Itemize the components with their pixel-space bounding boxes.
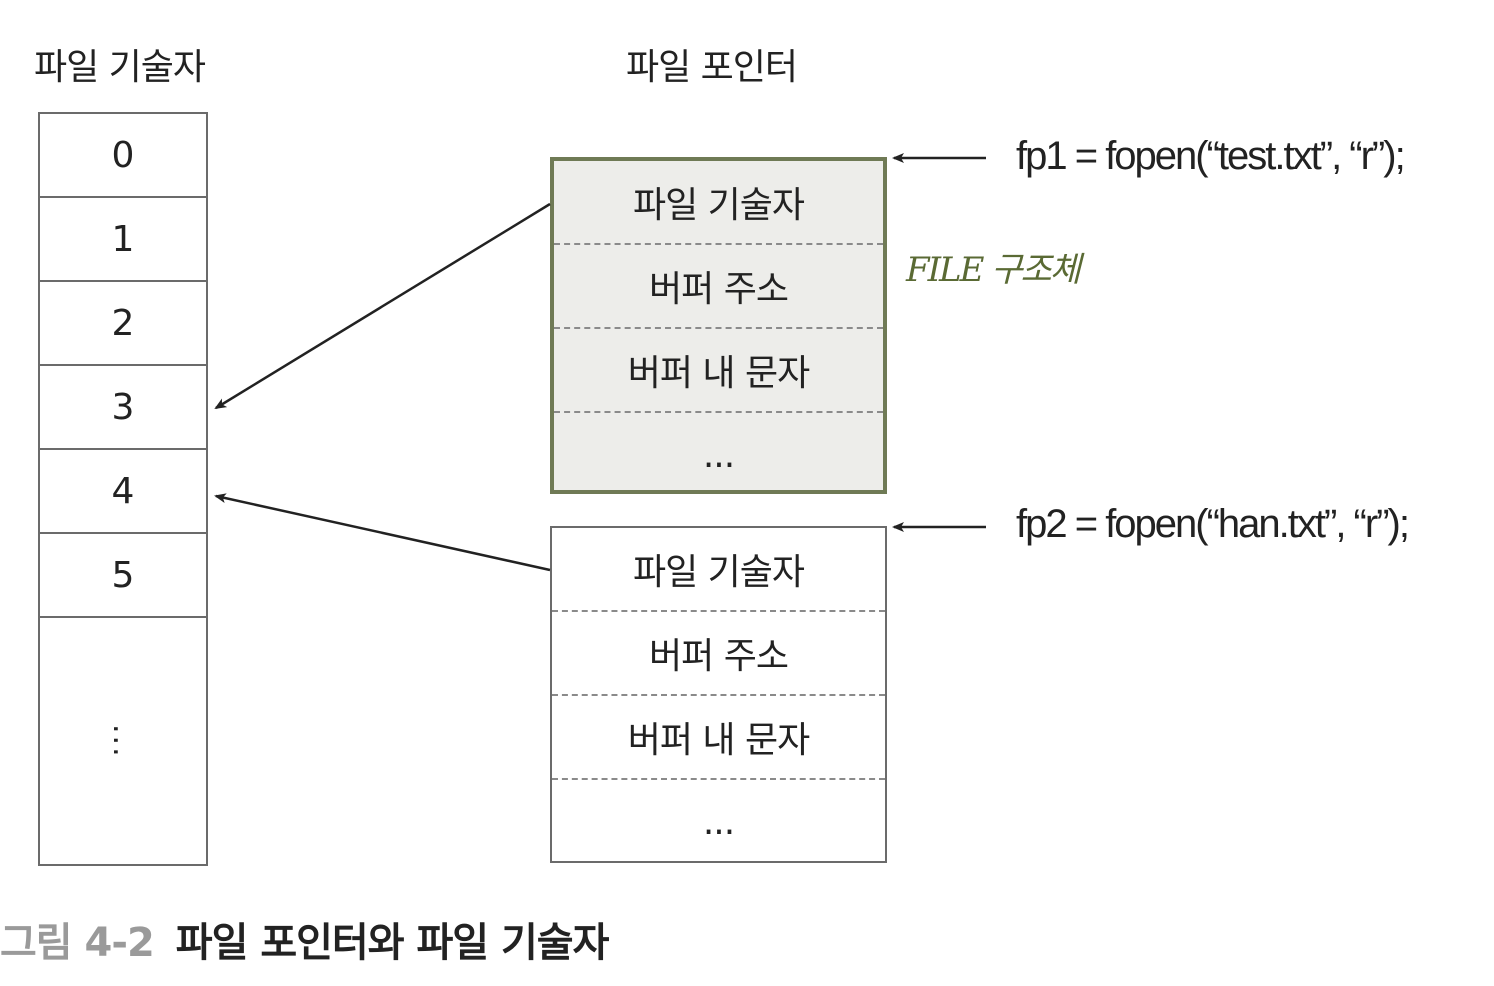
file-object-1-buffer-char-field: 버퍼 내 문자 [554, 329, 883, 413]
file-object-1-buffer-address-field: 버퍼 주소 [554, 245, 883, 329]
descriptor-cell-1: 1 [40, 198, 206, 282]
file-object-1-descriptor-field: 파일 기술자 [554, 161, 883, 245]
fopen-call-1: fp1 = fopen(“test.txt”, “r”); [1016, 134, 1406, 178]
arrow-object2-to-descriptor-4 [214, 493, 551, 572]
descriptor-column-title: 파일 기술자 [34, 47, 206, 88]
file-object-2-buffer-char-field: 버퍼 내 문자 [552, 696, 885, 780]
descriptor-cell-more: ... [40, 618, 206, 864]
file-struct-annotation: FILE 구조체 [906, 250, 1081, 290]
file-descriptor-table: 0 1 2 3 4 5 ... [38, 112, 208, 866]
descriptor-cell-0: 0 [40, 114, 206, 198]
file-object-2-descriptor-field: 파일 기술자 [552, 528, 885, 612]
vertical-ellipsis: ... [106, 723, 141, 759]
file-object-2-buffer-address-field: 버퍼 주소 [552, 612, 885, 696]
file-object-2: 파일 기술자 버퍼 주소 버퍼 내 문자 ... [550, 526, 887, 863]
figure-number: 그림 4-2 [0, 920, 155, 966]
descriptor-cell-5: 5 [40, 534, 206, 618]
file-object-1: 파일 기술자 버퍼 주소 버퍼 내 문자 ... [550, 157, 887, 494]
descriptor-cell-4: 4 [40, 450, 206, 534]
pointer-column-title: 파일 포인터 [626, 47, 798, 88]
file-object-1-more-field: ... [702, 434, 735, 476]
fopen-call-2: fp2 = fopen(“han.txt”, “r”); [1016, 502, 1410, 546]
file-object-2-more-field: ... [702, 801, 735, 843]
descriptor-cell-2: 2 [40, 282, 206, 366]
descriptor-cell-3: 3 [40, 366, 206, 450]
figure-caption: 그림 4-2 파일 포인터와 파일 기술자 [0, 910, 610, 968]
figure-title: 파일 포인터와 파일 기술자 [175, 920, 610, 966]
arrow-object1-to-descriptor-3 [214, 202, 551, 410]
